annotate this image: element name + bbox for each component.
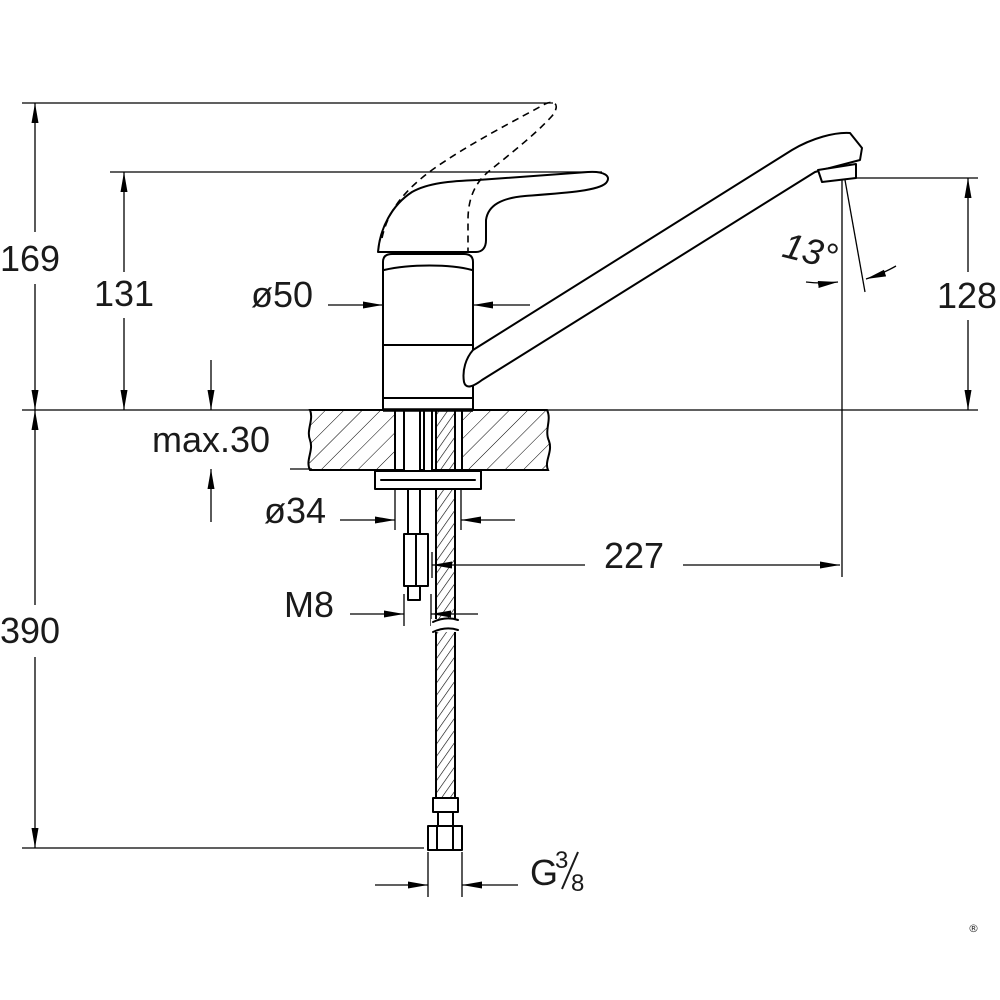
dimension-hose-thread: G 3 8: [375, 847, 584, 897]
trademark-symbol: ®: [968, 922, 979, 935]
spout: [462, 131, 863, 388]
dim-label-128: 128: [937, 275, 997, 316]
dim-label-diameter-34: ø34: [264, 490, 326, 531]
dimension-hose-length: 390: [0, 410, 60, 848]
extension-lines: [22, 102, 978, 897]
hose-break-marks: [432, 617, 459, 633]
thread-label-denominator: 8: [571, 870, 584, 897]
spout-outline: [462, 131, 863, 388]
aerator: [817, 163, 857, 183]
threaded-stud-upper: [403, 409, 421, 472]
dimension-body-diameter: ø50: [251, 274, 530, 315]
dim-label-131: 131: [94, 273, 154, 314]
hose-nipple: [437, 811, 454, 827]
dim-label-m8: M8: [284, 584, 334, 625]
dimension-spout-reach: 227: [432, 535, 840, 576]
hose-ferrule: [432, 797, 459, 813]
supply-hose: [435, 409, 456, 801]
outlet-angle-line: [844, 179, 866, 293]
handle-raised-position: [381, 101, 557, 252]
angle-arrow-right: [865, 265, 897, 280]
dim-label-max-30: max.30: [152, 419, 270, 460]
angle-arrow-left: [805, 281, 839, 288]
extension-line-thread: [427, 852, 463, 897]
thread-label-prefix: G: [530, 852, 558, 893]
dimension-stud-thread: M8: [284, 584, 478, 625]
dim-label-390: 390: [0, 610, 60, 651]
dim-label-169: 169: [0, 238, 60, 279]
mounting-parts: [374, 409, 482, 851]
hose-nut: [427, 825, 463, 851]
dimension-spout-angle: 13°: [779, 224, 897, 288]
dim-label-227: 227: [604, 535, 664, 576]
dimension-handle-height: 131: [94, 172, 154, 410]
dimension-hole-diameter: ø34: [264, 490, 515, 531]
dimension-overall-height: 169: [0, 103, 60, 410]
hose-nut-faces: [436, 825, 454, 851]
body-outline: [382, 253, 474, 411]
dim-label-diameter-50: ø50: [251, 274, 313, 315]
lever-handle: [377, 101, 609, 253]
thread-label-fraction-slash: [561, 851, 579, 890]
handle-outline: [377, 170, 609, 253]
body-top-band: [383, 264, 473, 271]
mixer-body: [382, 253, 474, 412]
thread-label-numerator: 3: [555, 847, 568, 874]
dimension-counter-thickness: max.30: [152, 360, 270, 522]
fixing-rod: [423, 409, 433, 472]
dim-label-angle: 13°: [779, 224, 842, 277]
dimension-outlet-height: 128: [937, 178, 997, 410]
mounting-hole-edges: [394, 409, 463, 471]
